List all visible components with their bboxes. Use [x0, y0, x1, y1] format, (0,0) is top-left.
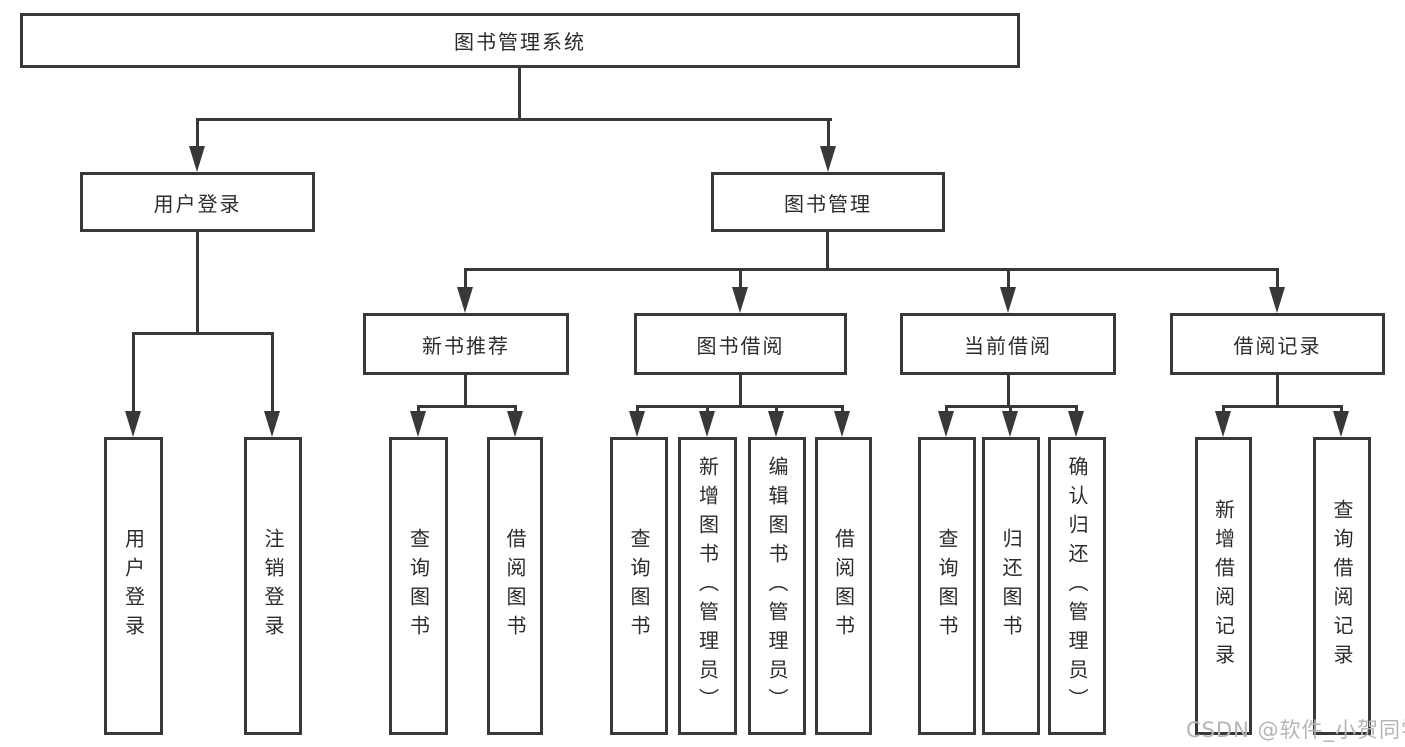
node-book-borrow: 图书借阅 [634, 313, 847, 375]
node-book-management: 图书管理 [711, 172, 945, 232]
node-label: 新书推荐 [422, 333, 510, 358]
arrow-down-icon [834, 411, 850, 437]
node-label: 借阅记录 [1233, 333, 1322, 358]
node-label: 查询借阅记录 [1330, 499, 1354, 673]
arrow-down-icon [820, 146, 836, 172]
node-label: 查询图书 [935, 528, 959, 644]
connector-bookmgmt-horizontal [464, 268, 1279, 271]
arrow-down-icon [1068, 411, 1084, 437]
node-label: 用户登录 [153, 191, 242, 216]
connector-current-stem [1007, 373, 1010, 408]
arrow-down-icon [264, 411, 280, 437]
node-label: 注销登录 [261, 528, 285, 644]
connector-userlogin-stem [196, 230, 199, 335]
leaf-cb-return-books: 归还图书 [982, 437, 1040, 735]
csdn-watermark: CSDN @软件_小贺同学 [1186, 718, 1405, 742]
connector-drop-book-management [827, 118, 830, 150]
connector-records-stem [1276, 373, 1279, 408]
arrow-down-icon [507, 411, 523, 437]
node-user-login: 用户登录 [80, 172, 315, 232]
connector-userlogin-horizontal [132, 332, 274, 335]
connector-root-horizontal [196, 118, 832, 121]
arrow-down-icon [189, 146, 205, 172]
node-label: 编辑图书（管理员） [765, 455, 789, 717]
leaf-bb-query-books: 查询图书 [610, 437, 668, 735]
leaf-cb-query-books: 查询图书 [918, 437, 976, 735]
node-label: 借阅图书 [831, 528, 856, 644]
connector-drop-current-borrow [1007, 268, 1010, 290]
connector-drop-leaf-logout [271, 332, 274, 417]
leaf-br-query-record: 查询借阅记录 [1313, 437, 1371, 735]
connector-borrow-stem [739, 373, 742, 408]
arrow-down-icon [768, 411, 784, 437]
connector-root-stem [518, 66, 521, 120]
node-label: 图书管理 [784, 191, 872, 216]
connector-newrec-stem [464, 373, 467, 408]
node-label: 查询图书 [627, 528, 651, 644]
connector-drop-new-book [464, 268, 467, 290]
node-label: 借阅图书 [503, 528, 527, 644]
node-current-borrow: 当前借阅 [900, 313, 1116, 375]
node-label: 新增图书（管理员） [695, 455, 720, 717]
node-new-book-recommend: 新书推荐 [363, 313, 569, 375]
connector-drop-leaf-user-login [132, 332, 135, 417]
node-label: 图书借阅 [696, 333, 785, 358]
arrow-down-icon [125, 411, 141, 437]
connector-records-horizontal [1222, 405, 1343, 408]
connector-borrow-horizontal [636, 405, 844, 408]
node-label: 归还图书 [999, 528, 1023, 644]
arrow-down-icon [699, 411, 715, 437]
leaf-br-add-record: 新增借阅记录 [1195, 437, 1252, 735]
arrow-down-icon [1269, 287, 1285, 313]
leaf-bb-edit-books-admin: 编辑图书（管理员） [748, 437, 806, 735]
connector-drop-borrow-records [1276, 268, 1279, 290]
node-label: 用户登录 [121, 528, 146, 644]
node-label: 新增借阅记录 [1211, 499, 1236, 673]
arrow-down-icon [1000, 287, 1016, 313]
arrow-down-icon [732, 287, 748, 313]
arrow-down-icon [938, 411, 954, 437]
arrow-down-icon [629, 411, 645, 437]
leaf-rec-query-books: 查询图书 [389, 437, 448, 735]
node-label: 查询图书 [406, 528, 431, 644]
arrow-down-icon [410, 411, 426, 437]
leaf-bb-add-books-admin: 新增图书（管理员） [678, 437, 737, 735]
node-root: 图书管理系统 [20, 13, 1020, 68]
leaf-bb-borrow-books: 借阅图书 [815, 437, 872, 735]
arrow-down-icon [1333, 411, 1349, 437]
node-borrow-records: 借阅记录 [1170, 313, 1385, 375]
node-label: 确认归还（管理员） [1065, 455, 1089, 717]
connector-bookmgmt-stem [826, 230, 829, 271]
node-label: 当前借阅 [964, 333, 1052, 358]
leaf-cb-confirm-return-admin: 确认归还（管理员） [1048, 437, 1106, 735]
leaf-rec-borrow-books: 借阅图书 [487, 437, 543, 735]
arrow-down-icon [1002, 411, 1018, 437]
leaf-logout: 注销登录 [244, 437, 302, 735]
connector-drop-user-login [196, 118, 199, 150]
connector-drop-book-borrow [739, 268, 742, 290]
connector-newrec-horizontal [417, 405, 517, 408]
node-label: 图书管理系统 [454, 30, 586, 54]
arrow-down-icon [457, 287, 473, 313]
leaf-user-login: 用户登录 [104, 437, 163, 735]
arrow-down-icon [1215, 411, 1231, 437]
